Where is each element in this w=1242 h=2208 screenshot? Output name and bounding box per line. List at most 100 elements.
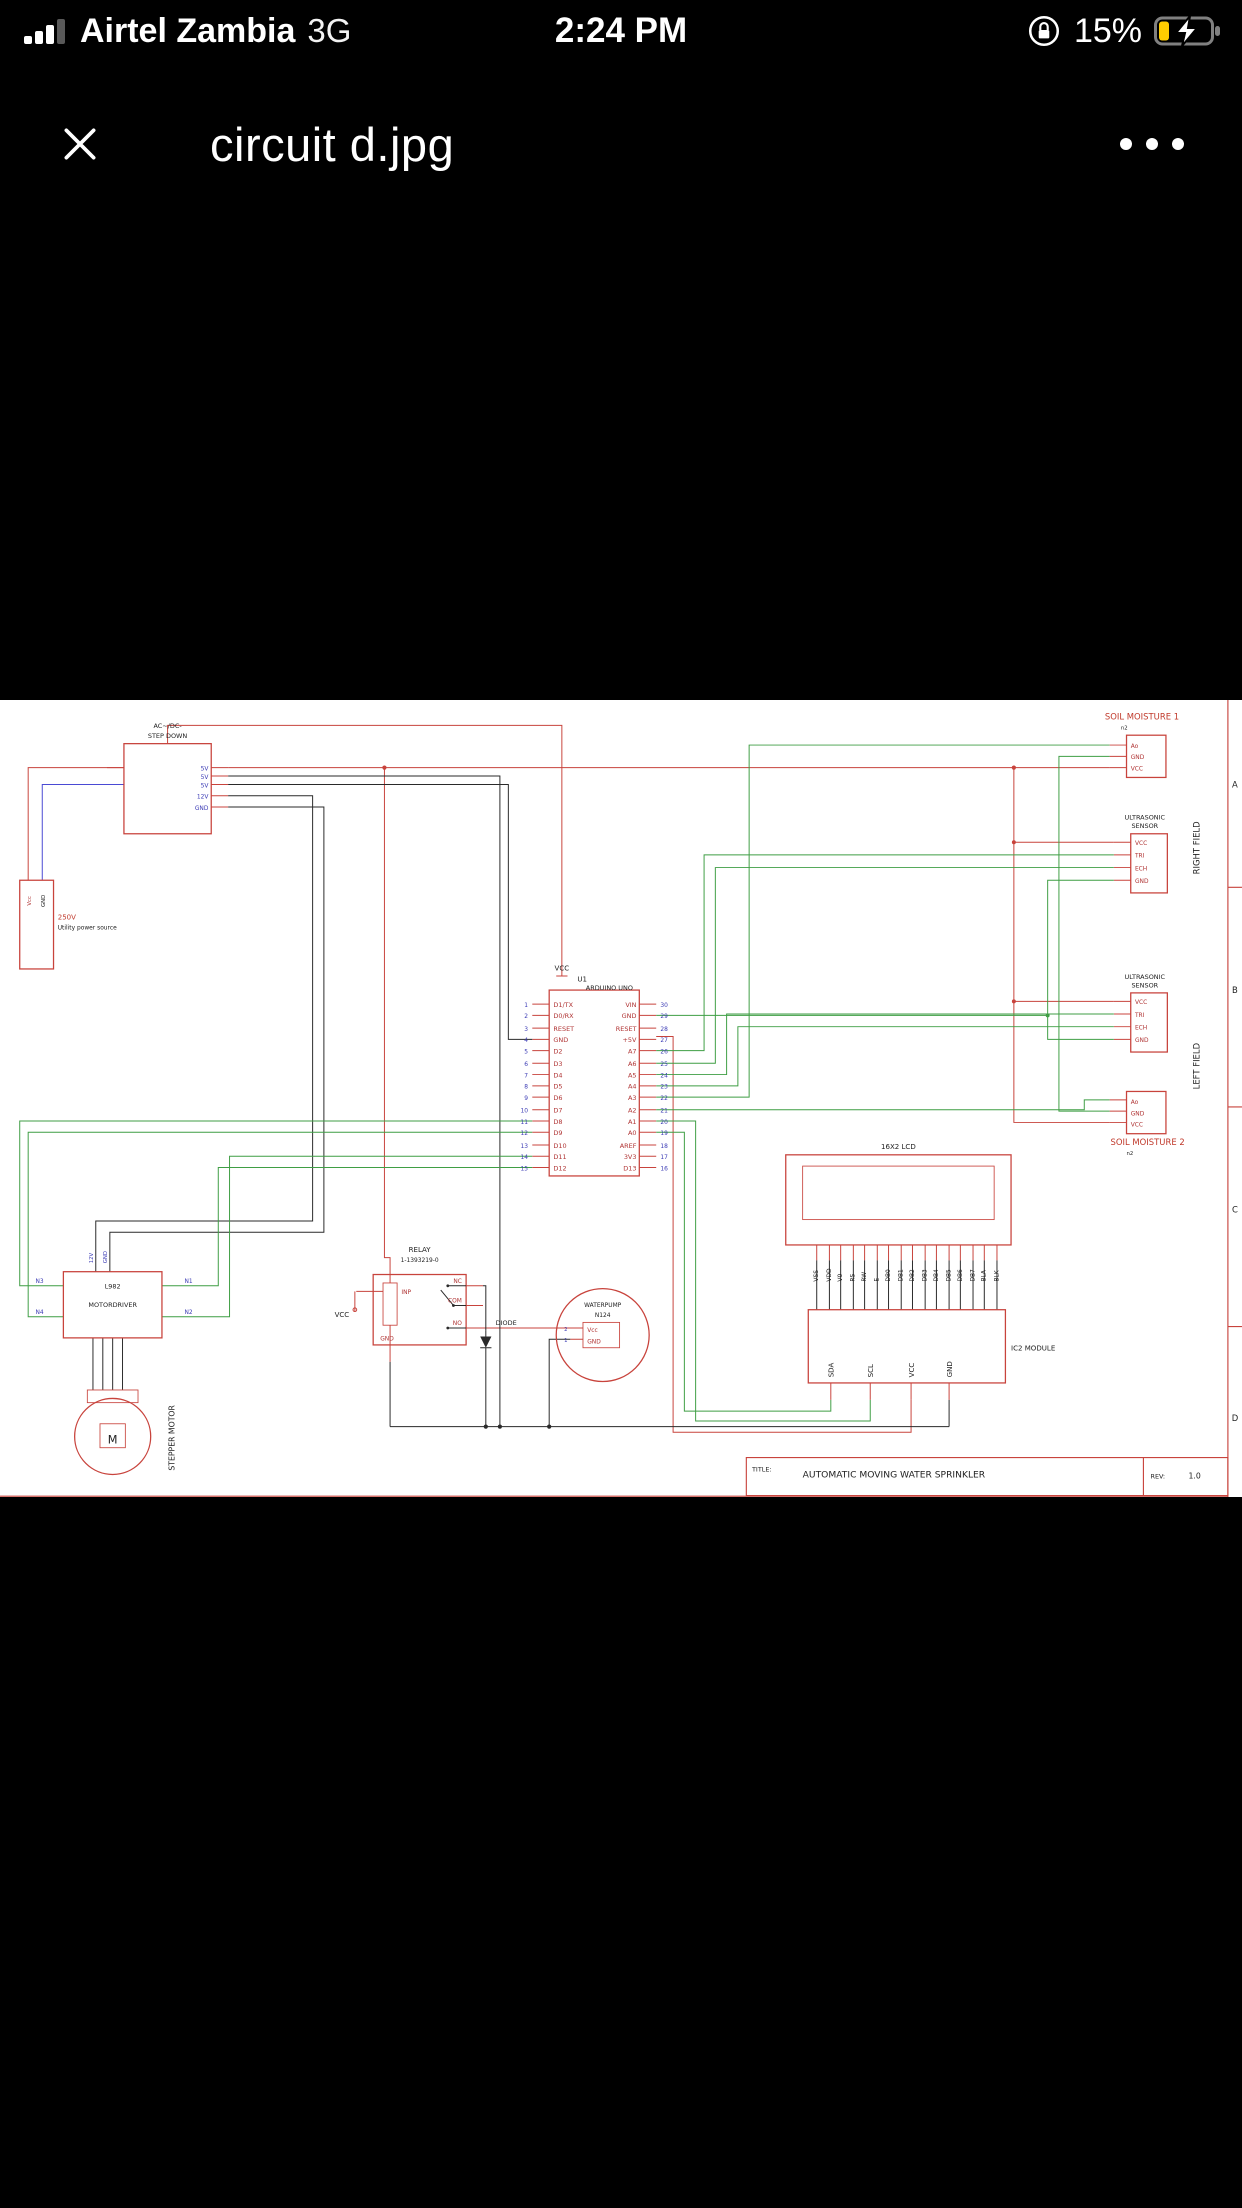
ultra1-title: ULTRASONIC (1125, 814, 1166, 822)
arduino-pin-number: 16 (660, 1166, 668, 1172)
arduino-pin-number: 5 (524, 1049, 528, 1055)
lcd-pin: DB6 (958, 1269, 964, 1282)
arduino-pin-label: D5 (553, 1083, 562, 1091)
arduino-pin-label: D7 (553, 1107, 562, 1115)
arduino-pin-label: D11 (553, 1153, 566, 1161)
soil1-pin: Ao (1131, 744, 1139, 750)
wires-red (27, 724, 1131, 1433)
relay-vcc-label: VCC (335, 1310, 350, 1319)
arduino-pin-number: 28 (660, 1027, 668, 1033)
arduino-pin-label: +5V (623, 1036, 638, 1044)
status-time: 2:24 PM (554, 11, 688, 50)
file-title: circuit d.jpg (210, 117, 455, 171)
relay-pin: NC (453, 1279, 462, 1285)
arduino-pin-number: 18 (660, 1144, 668, 1150)
pump-title: N124 (595, 1313, 611, 1319)
left-field-label: LEFT FIELD (1192, 1043, 1202, 1089)
arduino-pin-label: A7 (628, 1047, 637, 1055)
arduino-pin-number: 20 (660, 1120, 668, 1126)
lcd-pin: V0 (838, 1274, 844, 1282)
close-button[interactable] (56, 120, 104, 168)
i2c-pin: SCL (866, 1364, 875, 1377)
step-down-pin: 12V (197, 795, 209, 801)
arduino-pin-number: 30 (660, 1003, 668, 1009)
zone-letter: C (1232, 1205, 1238, 1215)
ultra1-pin: ECH (1135, 866, 1147, 872)
arduino-pin-number: 24 (660, 1073, 668, 1079)
component-lcd: 16X2 LCD VSS VDD V0 RS RW E DB0 DB1 DB2 … (785, 1142, 1012, 1282)
arduino-pin-label: VIN (625, 1001, 636, 1009)
status-bar: Airtel Zambia 3G 2:24 PM 15% (0, 0, 1242, 62)
arduino-pin-label: A1 (628, 1118, 637, 1126)
ultra1-title: SENSOR (1131, 822, 1158, 830)
component-relay: RELAY 1-1393219-0 INP NC COM NO GND VCC (335, 1245, 467, 1346)
arduino-pin-label: D3 (553, 1060, 562, 1068)
ultra2-pin: ECH (1135, 1026, 1147, 1032)
lcd-pin: RS (851, 1273, 857, 1281)
arduino-pin-number: 9 (524, 1096, 528, 1102)
lcd-pin: VDD (827, 1268, 833, 1282)
arduino-pin-number: 27 (660, 1038, 668, 1044)
arduino-pin-label: D0/RX (553, 1012, 574, 1020)
utility-caption: Utility power source (58, 926, 117, 932)
arduino-pin-label: D13 (623, 1164, 636, 1172)
arduino-pin-number: 23 (660, 1085, 668, 1091)
battery-charging-icon (1154, 15, 1220, 47)
more-options-button[interactable] (1112, 120, 1192, 168)
pump-pin-number: 1 (564, 1338, 567, 1344)
component-diode: DIODE (480, 1319, 517, 1360)
relay-pin: GND (380, 1337, 394, 1343)
title-block-label: TITLE: (751, 1466, 772, 1474)
arduino-ref: U1 (577, 975, 587, 984)
relay-name: RELAY (409, 1245, 432, 1254)
arduino-pin-label: RESET (553, 1025, 574, 1033)
driver-pin: N3 (35, 1279, 43, 1285)
arduino-pin-label: D12 (553, 1164, 566, 1172)
pump-pin: Vcc (587, 1328, 598, 1334)
rev-label: REV: (1150, 1473, 1165, 1481)
arduino-pin-label: D10 (553, 1142, 566, 1150)
pump-title: WATERPUMP (584, 1303, 622, 1309)
soil1-pin: VCC (1131, 766, 1143, 772)
utility-pin: Vcc (27, 896, 33, 906)
i2c-pin: GND (945, 1361, 954, 1377)
relay-pin: NO (453, 1321, 462, 1327)
component-i2c-module: IC2 MODULE SDA SCL VCC GND (807, 1309, 1055, 1384)
driver-pin: 12V (89, 1252, 95, 1263)
arduino-pin-number: 6 (524, 1062, 528, 1068)
arduino-pin-number: 1 (524, 1003, 528, 1009)
soil2-pin: VCC (1131, 1123, 1143, 1129)
zone-letter: D (1232, 1413, 1239, 1423)
viewer-header: circuit d.jpg (0, 112, 1242, 176)
lcd-pin: DB0 (886, 1269, 892, 1282)
arduino-pin-number: 19 (660, 1131, 668, 1137)
soil1-net: n2 (1121, 726, 1128, 732)
arduino-pin-label: GND (553, 1036, 568, 1044)
step-down-pin: 5V (201, 775, 209, 781)
component-utility-source: Vcc GND 250V Utility power source (19, 879, 117, 970)
arduino-pin-number: 12 (521, 1131, 529, 1137)
lcd-pin: RW (862, 1272, 868, 1282)
arduino-pin-number: 11 (521, 1120, 529, 1126)
pump-pin: GND (587, 1340, 601, 1346)
component-soil-moisture-2: Ao GND VCC SOIL MOISTURE 2 n2 (1111, 1090, 1185, 1157)
arduino-pin-label: D8 (553, 1118, 562, 1126)
arduino-pin-number: 22 (660, 1096, 668, 1102)
ultra2-pin: GND (1135, 1038, 1149, 1044)
step-down-pin: 5V (201, 766, 209, 772)
arduino-pin-number: 4 (524, 1038, 528, 1044)
arduino-pin-label: A6 (628, 1060, 637, 1068)
soil2-net: n2 (1127, 1151, 1134, 1157)
driver-pin: N1 (184, 1279, 192, 1285)
diode-label: DIODE (496, 1319, 517, 1327)
schematic-frame: A B C D (0, 700, 1242, 1497)
arduino-pin-number: 25 (660, 1062, 668, 1068)
relay-pin: INP (401, 1290, 411, 1296)
lcd-pin: DB7 (970, 1269, 976, 1282)
lcd-pin: DB4 (934, 1269, 940, 1282)
arduino-pin-label: AREF (620, 1142, 637, 1150)
image-view[interactable]: AC~/DC- STEP DOWN 5V 5V 5V 12V GND Vcc G… (0, 700, 1242, 1497)
arduino-pin-number: 10 (521, 1109, 529, 1115)
driver-pin: GND (103, 1251, 109, 1263)
circuit-schematic: AC~/DC- STEP DOWN 5V 5V 5V 12V GND Vcc G… (0, 700, 1242, 1497)
